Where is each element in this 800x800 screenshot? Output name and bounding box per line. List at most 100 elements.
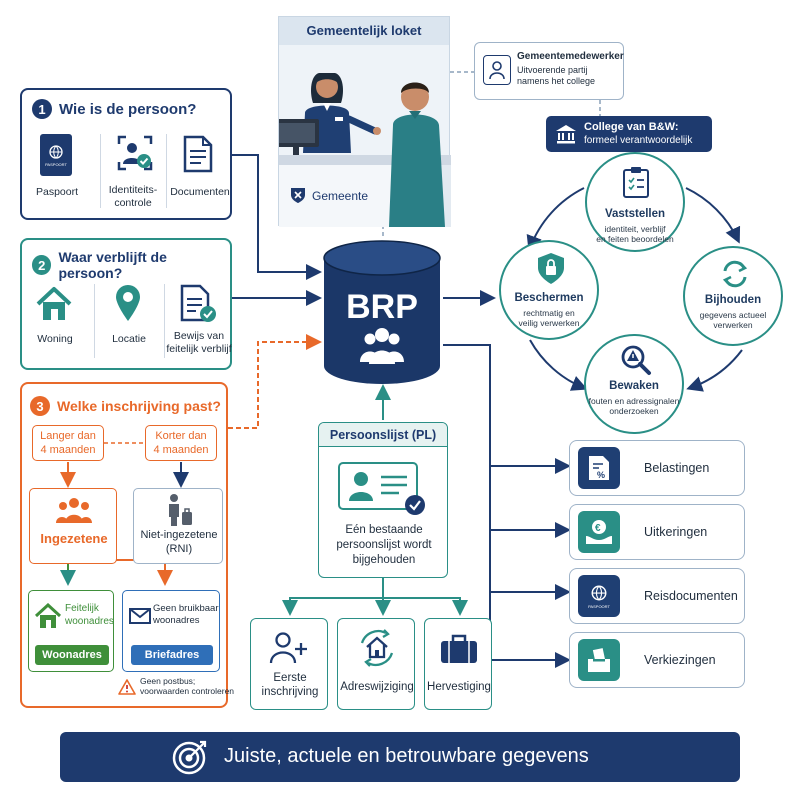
warning-icon	[118, 679, 136, 695]
warning-text: Geen postbus; voorwaarden controleren	[140, 676, 235, 697]
briefadres-badge: Briefadres	[131, 645, 213, 665]
college-title: College van B&W:	[584, 121, 679, 133]
database-cylinder	[323, 240, 441, 384]
section2-title: 2 Waar verblijft de persoon?	[32, 249, 230, 281]
nonresident-label: Niet-ingezetene (RNI)	[140, 529, 218, 555]
proof-document-icon	[178, 284, 218, 324]
location-pin-icon	[112, 282, 144, 324]
section1-title-text: Wie is de persoon?	[59, 100, 197, 118]
shorter-than-4-months: Korter dan 4 maanden	[145, 425, 217, 461]
section1-title: 1 Wie is de persoon?	[32, 99, 196, 119]
persoonslijst-card: Persoonslijst (PL) Eén bestaande persoon…	[318, 422, 448, 578]
resident-box: Ingezetene	[29, 488, 117, 564]
action-label-adreswijziging: Adreswijziging	[340, 681, 414, 693]
item-label-identiteitscontrole: Identiteits- controle	[108, 184, 158, 210]
desk-label: Gemeente	[312, 189, 369, 203]
service-reisdocumenten: PASPOORT Reisdocumenten	[569, 568, 745, 624]
cycle-title-vaststellen: Vaststellen	[604, 208, 666, 220]
passport-icon: PASPOORT	[578, 575, 620, 617]
cycle-title-beschermen: Beschermen	[514, 292, 584, 304]
municipality-shield-icon	[289, 185, 307, 205]
action-label-eerste-inschrijving: Eerste inschrijving	[261, 672, 319, 699]
brp-database: BRP	[322, 240, 442, 386]
resident-label: Ingezetene	[40, 531, 108, 546]
cycle-sub-bijhouden: gegevens actueel verwerken	[699, 310, 767, 331]
magnifier-warning-icon	[620, 344, 652, 376]
counter-scene: Gemeentelijk loket Gemeente	[278, 16, 451, 227]
group-icon	[54, 495, 94, 525]
woonadres-badge: Woonadres	[35, 645, 109, 665]
refresh-icon	[719, 258, 751, 290]
persoonslijst-text: Eén bestaande persoonslijst wordt bijgeh…	[336, 524, 432, 566]
college-sub: formeel verantwoordelijk	[584, 135, 693, 146]
no-address-label: Geen bruikbaar woonadres	[153, 603, 219, 626]
counter-title: Gemeentelijk loket	[279, 17, 449, 45]
item-label-locatie: Locatie	[112, 333, 146, 345]
cycle-title-bewaken: Bewaken	[609, 380, 659, 392]
cycle-vaststellen: Vaststellen identiteit, verblijf en feit…	[585, 152, 685, 252]
divider	[94, 284, 95, 358]
section2-panel: 2 Waar verblijft de persoon? Woning Loca…	[20, 238, 232, 370]
hands-euro-icon: €	[578, 511, 620, 553]
id-check-icon	[116, 134, 154, 172]
longer-than-4-months: Langer dan 4 maanden	[32, 425, 104, 461]
item-label-bewijs: Bewijs van feitelijk verblijf	[166, 330, 232, 356]
item-label-documenten: Documenten	[170, 186, 230, 198]
house-arrows-icon	[356, 629, 398, 667]
item-label-paspoort: Paspoort	[35, 186, 79, 198]
divider	[164, 284, 165, 358]
counter-illustration	[279, 73, 451, 227]
cycle-sub-beschermen: rechtmatig en veilig verwerken	[518, 308, 580, 329]
service-verkiezingen: Verkiezingen	[569, 632, 745, 688]
college-card: College van B&W: formeel verantwoordelij…	[546, 116, 712, 152]
no-address-box: Geen bruikbaar woonadres Briefadres	[122, 590, 220, 672]
clipboard-icon	[620, 166, 652, 198]
ballot-box-icon	[578, 639, 620, 681]
nonresident-box: Niet-ingezetene (RNI)	[133, 488, 223, 564]
target-icon	[170, 737, 210, 777]
section1-number: 1	[32, 99, 52, 119]
house-icon	[33, 601, 63, 631]
government-building-icon	[554, 122, 578, 146]
cycle-sub-bewaken: fouten en adressignalen onderzoeken	[588, 396, 680, 417]
cycle-beschermen: Beschermen rechtmatig en veilig verwerke…	[499, 240, 599, 340]
cycle-sub-vaststellen: identiteit, verblijf en feiten beoordele…	[596, 224, 674, 245]
section3-title-text: Welke inschrijving past?	[57, 398, 221, 414]
document-icon	[182, 134, 214, 174]
actual-address-label: Feitelijk woonadres	[65, 603, 114, 627]
employee-title: Gemeentemedewerker	[517, 51, 624, 62]
action-label-hervestiging: Hervestiging	[427, 681, 491, 693]
cycle-bewaken: Bewaken fouten en adressignalen onderzoe…	[584, 334, 684, 434]
employee-sub: Uitvoerende partij namens het college	[517, 65, 596, 87]
divider	[166, 134, 167, 208]
footer-text: Juiste, actuele en betrouwbare gegevens	[224, 745, 589, 767]
item-label-woning: Woning	[37, 333, 73, 345]
section2-title-text: Waar verblijft de persoon?	[58, 249, 167, 281]
employee-card: Gemeentemedewerker Uitvoerende partij na…	[474, 42, 624, 100]
service-uitkeringen: € Uitkeringen	[569, 504, 745, 560]
service-label-reisdocumenten: Reisdocumenten	[644, 589, 738, 603]
service-label-belastingen: Belastingen	[644, 461, 710, 475]
cycle-title-bijhouden: Bijhouden	[704, 294, 762, 306]
section2-number: 2	[32, 255, 52, 275]
action-card-adreswijziging: Adreswijziging	[337, 618, 415, 710]
section1-panel: 1 Wie is de persoon? PASPOORT Paspoort I…	[20, 88, 232, 220]
envelope-icon	[129, 607, 151, 625]
service-label-uitkeringen: Uitkeringen	[644, 525, 708, 539]
suitcase-icon	[439, 633, 479, 665]
persoonslijst-title: Persoonslijst (PL)	[319, 423, 447, 447]
passport-icon: PASPOORT	[40, 134, 72, 176]
service-belastingen: % Belastingen	[569, 440, 745, 496]
brp-label: BRP	[346, 288, 418, 326]
action-card-eerste-inschrijving: Eerste inschrijving	[250, 618, 328, 710]
service-label-verkiezingen: Verkiezingen	[644, 653, 716, 667]
section3-title: 3 Welke inschrijving past?	[30, 396, 221, 416]
cycle-bijhouden: Bijhouden gegevens actueel verwerken	[683, 246, 783, 346]
person-icon	[483, 55, 511, 85]
passport-badge: PASPOORT	[588, 603, 610, 609]
action-card-hervestiging: Hervestiging	[424, 618, 492, 710]
divider	[100, 134, 101, 208]
shield-lock-icon	[535, 252, 567, 286]
actual-address-box: Feitelijk woonadres Woonadres	[28, 590, 114, 672]
